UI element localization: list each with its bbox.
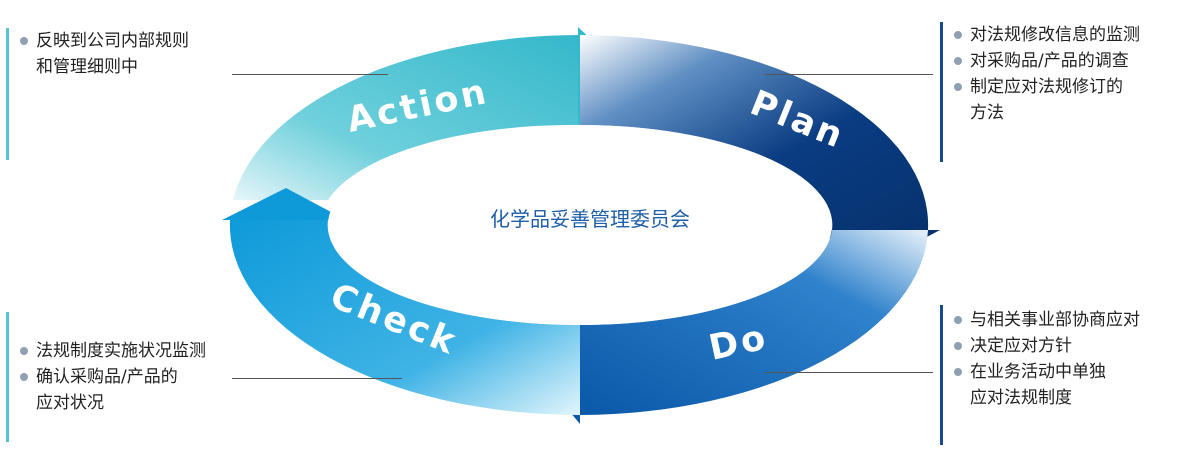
plan-panel: 对法规修改信息的监测 对采购品/产品的调查 制定应对法规修订的 方法 bbox=[936, 22, 1176, 162]
list-item: 在业务活动中单独 应对法规制度 bbox=[954, 359, 1176, 411]
bullet-icon bbox=[954, 368, 962, 376]
list-item: 对采购品/产品的调查 bbox=[954, 48, 1176, 74]
check-list: 法规制度实施状况监测 确认采购品/产品的 应对状况 bbox=[20, 338, 250, 416]
list-item: 制定应对法规修订的 方法 bbox=[954, 74, 1176, 126]
bullet-icon bbox=[954, 57, 962, 65]
bullet-icon bbox=[954, 316, 962, 324]
bullet-icon bbox=[20, 373, 28, 381]
check-panel: 法规制度实施状况监测 确认采购品/产品的 应对状况 bbox=[0, 312, 250, 442]
connector-action bbox=[232, 74, 388, 75]
list-item: 法规制度实施状况监测 bbox=[20, 338, 250, 364]
action-list: 反映到公司内部规则 和管理细则中 bbox=[20, 28, 230, 80]
list-item: 对法规修改信息的监测 bbox=[954, 22, 1176, 48]
bullet-icon bbox=[954, 83, 962, 91]
do-panel: 与相关事业部协商应对 决定应对方针 在业务活动中单独 应对法规制度 bbox=[936, 305, 1176, 445]
plan-list: 对法规修改信息的监测 对采购品/产品的调查 制定应对法规修订的 方法 bbox=[954, 22, 1176, 126]
bullet-icon bbox=[954, 31, 962, 39]
list-item: 反映到公司内部规则 和管理细则中 bbox=[20, 28, 230, 80]
bullet-icon bbox=[954, 342, 962, 350]
bullet-icon bbox=[20, 37, 28, 45]
connector-check bbox=[232, 378, 402, 379]
connector-plan bbox=[765, 74, 933, 75]
action-accent-bar bbox=[6, 28, 9, 160]
do-accent-bar bbox=[940, 305, 943, 445]
center-title: 化学品妥善管理委员会 bbox=[490, 207, 690, 231]
check-arrowhead bbox=[222, 188, 346, 220]
bullet-icon bbox=[20, 347, 28, 355]
plan-arrow bbox=[580, 35, 929, 230]
list-item: 确认采购品/产品的 应对状况 bbox=[20, 364, 250, 416]
connector-do bbox=[765, 372, 933, 373]
list-item: 决定应对方针 bbox=[954, 333, 1176, 359]
cycle-center bbox=[328, 125, 832, 325]
check-accent-bar bbox=[6, 312, 9, 442]
action-panel: 反映到公司内部规则 和管理细则中 bbox=[0, 28, 230, 160]
action-arrow bbox=[233, 35, 580, 200]
do-list: 与相关事业部协商应对 决定应对方针 在业务活动中单独 应对法规制度 bbox=[954, 307, 1176, 411]
plan-accent-bar bbox=[940, 22, 943, 162]
check-arrow bbox=[229, 220, 581, 415]
do-arrow bbox=[580, 230, 928, 415]
list-item: 与相关事业部协商应对 bbox=[954, 307, 1176, 333]
